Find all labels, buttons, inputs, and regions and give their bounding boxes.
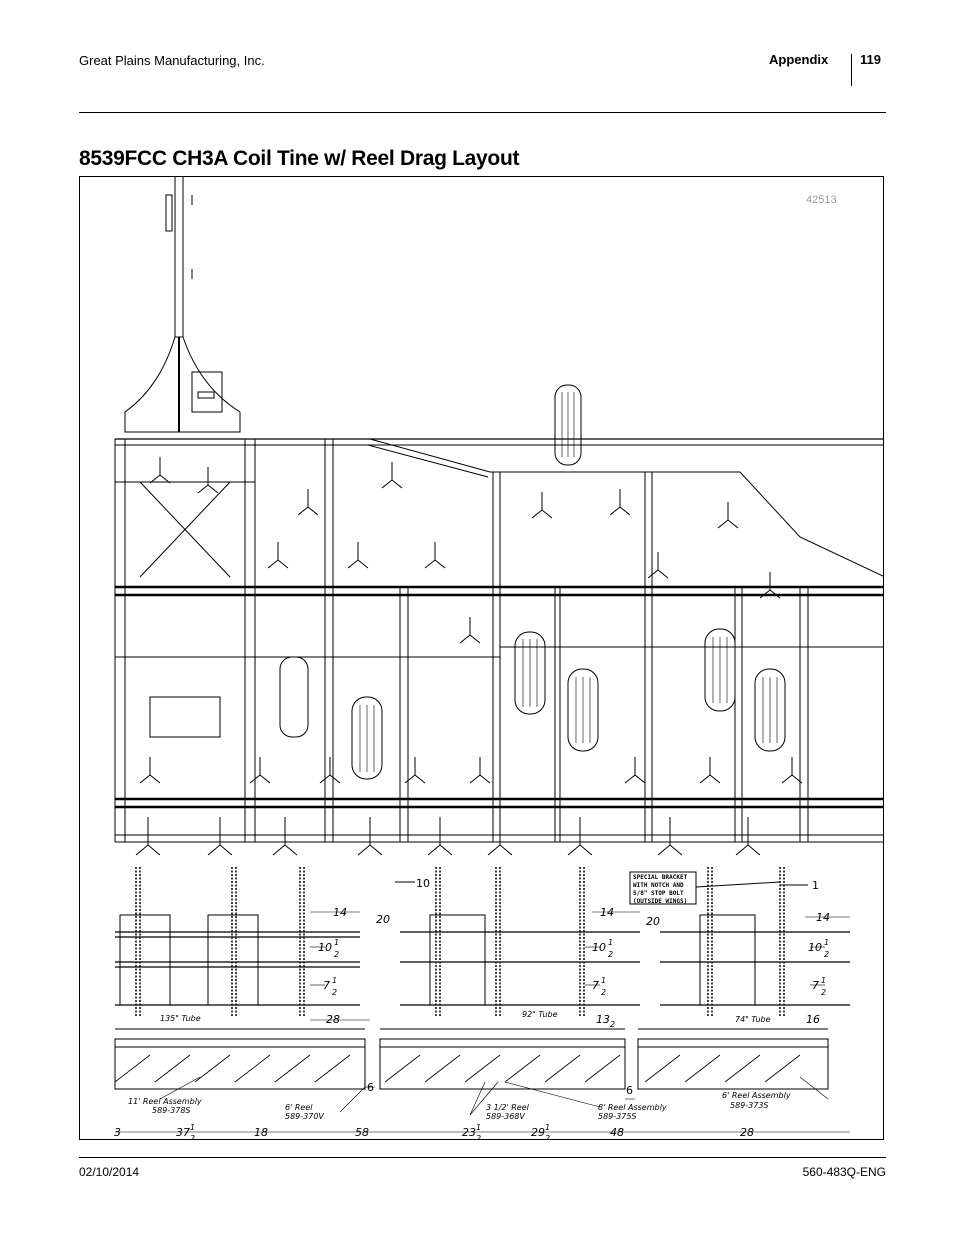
dim-10-center-den: 2 <box>608 950 613 959</box>
bracket-line-2: WITH NOTCH AND <box>633 882 684 889</box>
bdim-37-den: 2 <box>190 1134 195 1140</box>
drawing-canvas: SPECIAL BRACKET WITH NOTCH AND 5/8" STOP… <box>114 177 883 1140</box>
dim-7-right-num: 1 <box>821 976 826 985</box>
dim-20-left: 20 <box>376 913 390 926</box>
dim-28: 28 <box>326 1013 340 1026</box>
special-bracket-callout-text: SPECIAL BRACKET WITH NOTCH AND 5/8" STOP… <box>633 874 688 905</box>
reel-8-name: 8' Reel Assembly <box>598 1103 667 1112</box>
header-page-number: 119 <box>860 52 881 67</box>
tube-labels: 135" Tube 92" Tube 74" Tube <box>160 1010 771 1024</box>
dim-10-right-num: 1 <box>824 938 829 947</box>
dim-7-left-den: 2 <box>332 988 337 997</box>
reel-assemblies <box>114 1028 829 1090</box>
dim-16: 16 <box>806 1013 820 1026</box>
reel-35-name: 3 1/2' Reel <box>486 1103 530 1112</box>
dim-7-right-den: 2 <box>821 988 826 997</box>
bracket-line-4: (OUTSIDE WINGS) <box>633 898 687 905</box>
dim-10-left-den: 2 <box>334 950 339 959</box>
dim-20-center: 20 <box>646 915 660 928</box>
reel-6-name: 6' Reel <box>285 1103 313 1112</box>
dim-14-right: 14 <box>816 911 830 924</box>
dim-13-den: 2 <box>610 1020 615 1029</box>
header-section: Appendix <box>769 52 829 67</box>
special-bracket-leader <box>695 881 781 888</box>
bdim-18: 18 <box>254 1126 268 1139</box>
bdim-29-num: 1 <box>545 1123 550 1132</box>
tube-92-label: 92" Tube <box>522 1010 558 1019</box>
hitch-tongue <box>124 177 241 433</box>
dim-7-center-num: 1 <box>601 976 606 985</box>
bdim-29-den: 2 <box>545 1134 550 1140</box>
main-frame <box>114 438 883 843</box>
tine-bars <box>115 914 850 1006</box>
special-bracket-callout-box <box>629 871 697 905</box>
page-title: 8539FCC CH3A Coil Tine w/ Reel Drag Layo… <box>79 147 520 170</box>
bdim-37-whole: 37 <box>176 1126 190 1139</box>
tire-treads <box>359 392 778 772</box>
bdim-28: 28 <box>740 1126 754 1139</box>
bdim-48: 48 <box>610 1126 624 1139</box>
dim-7-left-num: 1 <box>332 976 337 985</box>
tube-135-label: 135" Tube <box>160 1014 201 1023</box>
callout-10: 10 <box>416 877 430 890</box>
bdim-3: 3 <box>114 1126 121 1139</box>
reel-8-part: 589-375S <box>598 1112 637 1121</box>
bracket-line-1: SPECIAL BRACKET <box>633 874 688 881</box>
header-rule <box>79 112 886 113</box>
dim-14-center: 14 <box>600 906 614 919</box>
header-divider <box>851 54 852 86</box>
coil-tine-springs <box>135 867 785 1017</box>
dim-7-center-den: 2 <box>601 988 606 997</box>
reel-labels: 11' Reel Assembly 589-378S 6' Reel 589-3… <box>128 1091 791 1121</box>
header-company: Great Plains Manufacturing, Inc. <box>79 53 265 68</box>
reel-11-name: 11' Reel Assembly <box>128 1097 202 1106</box>
footer-rule <box>79 1157 886 1158</box>
footer-date: 02/10/2014 <box>79 1165 140 1179</box>
layout-drawing-figure: 42513 <box>79 176 884 1140</box>
dim-10-left-whole: 10 <box>318 941 332 954</box>
dim-10-left-num: 1 <box>334 938 339 947</box>
tine-shanks-upper <box>139 457 803 784</box>
dim-10-center-whole: 10 <box>592 941 606 954</box>
dim-7-right-whole: 7 <box>812 979 819 992</box>
dim-13-whole: 13 <box>596 1013 610 1026</box>
reel-label-leaders <box>159 1076 829 1116</box>
bottom-dimensions: 3 37 1 2 18 58 23 1 2 29 1 2 48 28 <box>114 1123 754 1140</box>
bdim-23-den: 2 <box>476 1134 481 1140</box>
dim-10-right-den: 2 <box>824 950 829 959</box>
tube-74-label: 74" Tube <box>735 1015 771 1024</box>
reel-6b-name: 6' Reel Assembly <box>722 1091 791 1100</box>
bdim-58: 58 <box>355 1126 369 1139</box>
dim-6-right: 6 <box>626 1084 633 1097</box>
transport-tires <box>279 384 786 780</box>
callout-1: 1 <box>812 879 819 892</box>
bdim-23-whole: 23 <box>462 1126 476 1139</box>
bracket-line-3: 5/8" STOP BOLT <box>633 890 684 897</box>
dim-6-left: 6 <box>367 1081 374 1094</box>
dim-7-center-whole: 7 <box>592 979 599 992</box>
bdim-37-num: 1 <box>190 1123 195 1132</box>
dimension-lines <box>115 911 850 1133</box>
figure-number: 42513 <box>806 194 837 206</box>
upper-dimensions: 14 20 14 20 14 10 1 2 10 1 2 10 1 2 7 1 … <box>318 906 830 1097</box>
dim-7-left-whole: 7 <box>323 979 330 992</box>
footer-doc-number: 560-483Q-ENG <box>802 1165 886 1179</box>
reel-flights <box>114 1054 801 1083</box>
dim-10-center-num: 1 <box>608 938 613 947</box>
reel-6b-part: 589-373S <box>730 1101 769 1110</box>
bdim-29-whole: 29 <box>531 1126 545 1139</box>
dim-10-right-whole: 10 <box>808 941 822 954</box>
reel-35-part: 589-368V <box>486 1112 525 1121</box>
reel-11-part: 589-378S <box>152 1106 191 1115</box>
tine-shanks-rear <box>135 817 761 856</box>
bdim-23-num: 1 <box>476 1123 481 1132</box>
reel-6-part: 589-370V <box>285 1112 324 1121</box>
dim-14-left: 14 <box>333 906 347 919</box>
